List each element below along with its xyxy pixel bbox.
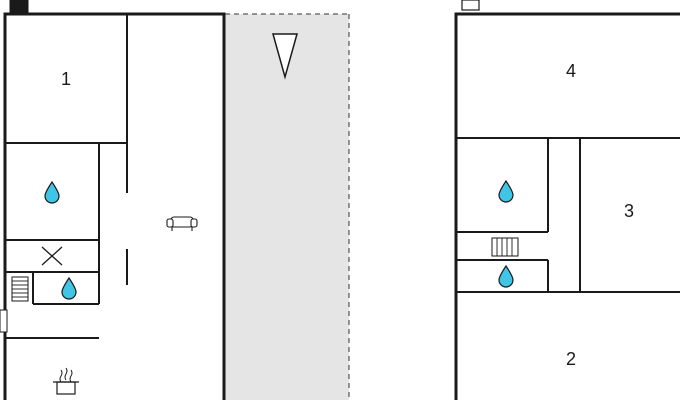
cross-icon: [41, 246, 63, 266]
heater-icon: [9, 0, 29, 13]
radiator-icon: [491, 237, 519, 257]
right-floor: 4 3 2: [454, 0, 680, 400]
left-floor: 1: [0, 0, 226, 400]
cooking-pot-icon: [53, 367, 79, 395]
radiator-icon: [11, 276, 29, 302]
water-drop-icon: [61, 276, 77, 300]
heater-icon: [461, 0, 480, 11]
door-marker-icon: [0, 309, 8, 333]
room-1-label: 1: [61, 69, 71, 89]
room-4-label: 4: [566, 61, 576, 81]
water-drop-icon: [44, 180, 60, 204]
room-3-label: 3: [624, 201, 634, 221]
water-drop-icon: [498, 264, 514, 288]
triangle-marker-icon: [272, 33, 298, 80]
room-2-label: 2: [566, 349, 576, 369]
water-drop-icon: [498, 179, 514, 203]
sofa-icon: [166, 216, 198, 231]
terrace: [225, 13, 350, 400]
